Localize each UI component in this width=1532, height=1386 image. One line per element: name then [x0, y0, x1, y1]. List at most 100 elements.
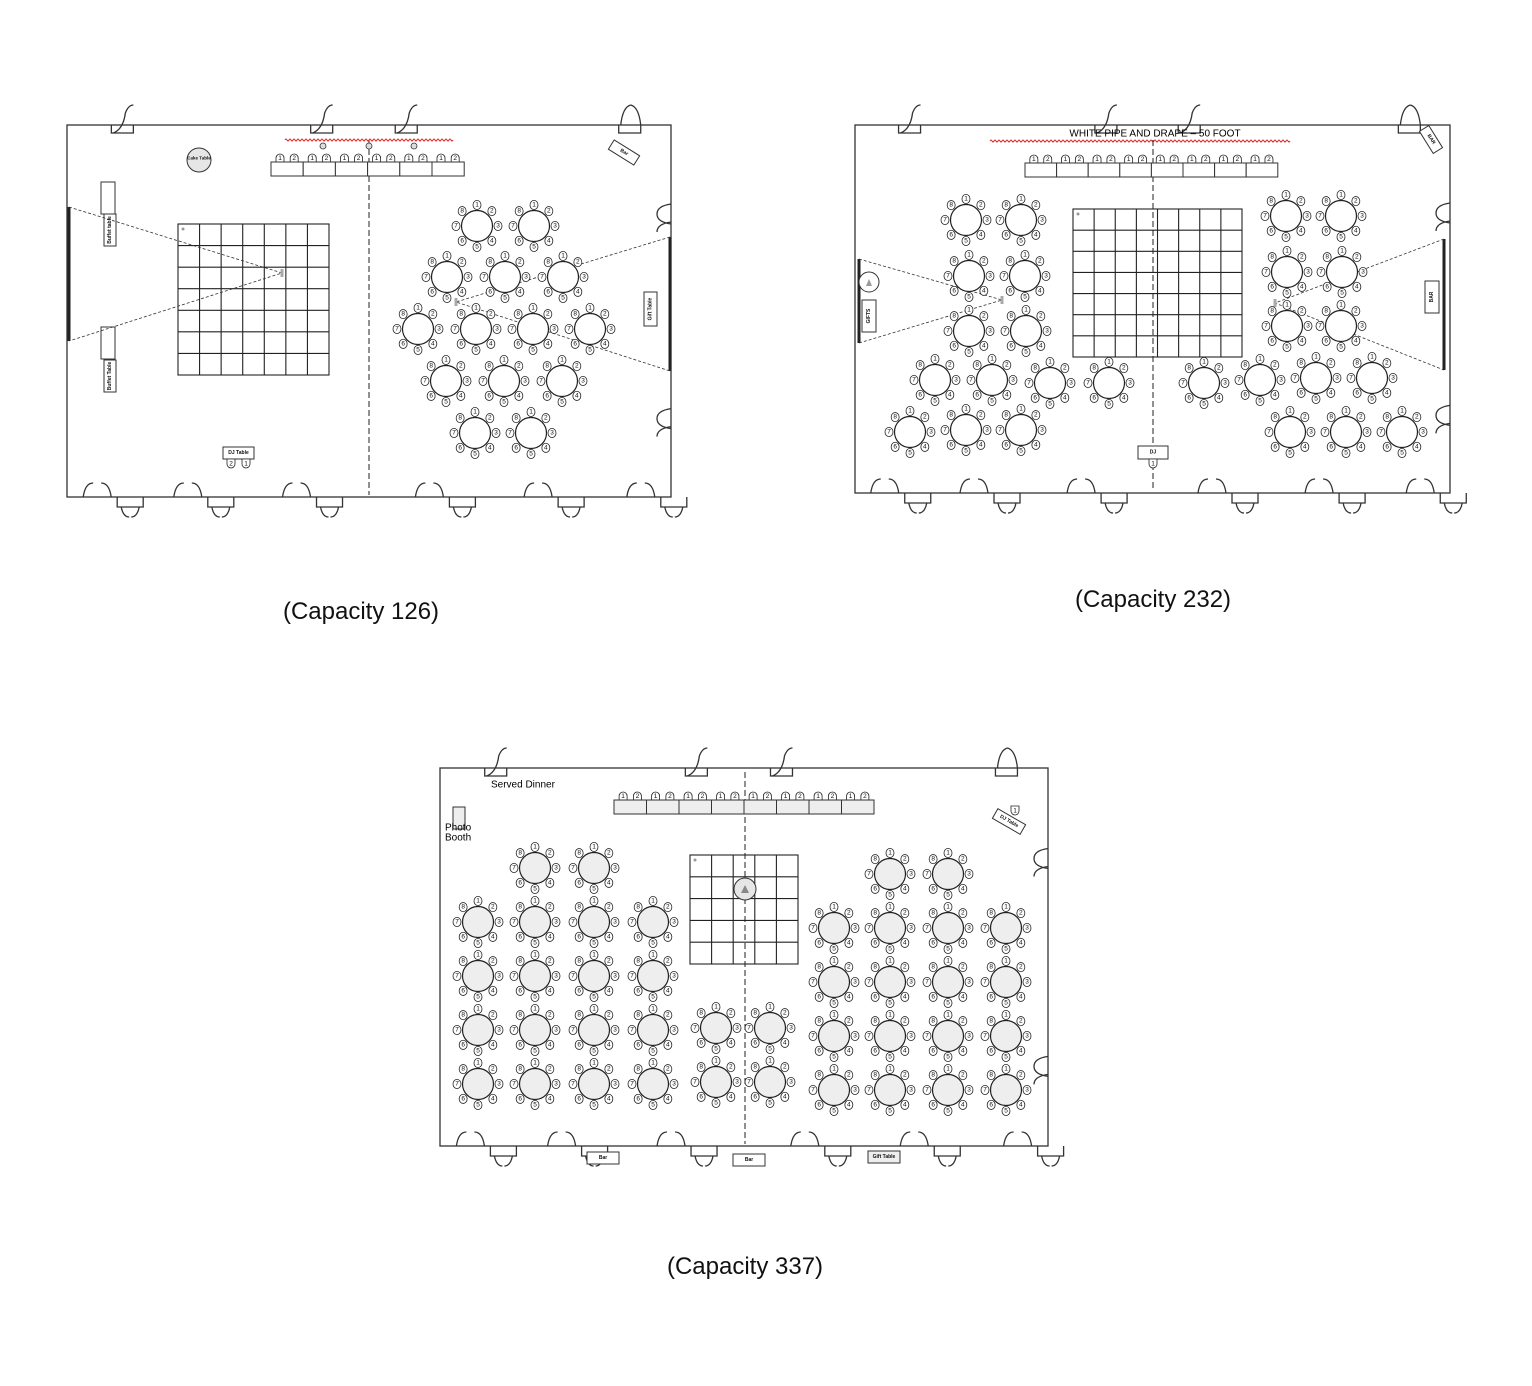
seat-number: 4	[982, 342, 986, 349]
seat-chair	[1311, 393, 1321, 404]
seat-number: 3	[967, 1087, 971, 1094]
seat-chair	[488, 902, 498, 913]
seat-number: 5	[533, 940, 537, 947]
seat-number: 7	[482, 274, 486, 281]
seat-number: 1	[967, 307, 971, 314]
seat-number: 1	[439, 155, 443, 162]
seat-chair	[1321, 196, 1331, 207]
seat-number: 6	[430, 288, 434, 295]
seat-chair	[551, 1025, 561, 1036]
seat-number: 2	[1329, 360, 1333, 367]
buffet-table-1-box	[103, 213, 117, 247]
seat-number: 1	[343, 155, 347, 162]
seat-chair	[669, 1025, 679, 1036]
seat-number: 6	[931, 993, 935, 1000]
seat-chair	[392, 323, 402, 334]
table-top	[931, 1019, 965, 1053]
seat-number: 4	[979, 231, 983, 238]
seat-number: 5	[1314, 396, 1318, 403]
cake-icon	[866, 279, 872, 286]
seat-chair	[1321, 225, 1331, 236]
seat-chair	[663, 1010, 673, 1021]
seat-chair	[604, 902, 614, 913]
seat-number: 7	[1003, 328, 1007, 335]
seat-number: 2	[229, 461, 233, 468]
seat-chair	[1089, 392, 1099, 403]
door-notch	[484, 768, 508, 777]
seat-chair	[574, 1064, 584, 1075]
table-top	[699, 1065, 733, 1099]
seat-number: 2	[1122, 365, 1126, 372]
seat-number: 5	[1339, 234, 1343, 241]
seat-chair	[1031, 229, 1041, 240]
seat-number: 3	[909, 925, 913, 932]
seat-chair	[1010, 805, 1020, 816]
seat-number: 3	[523, 378, 527, 385]
seat-number: 2	[607, 1066, 611, 1073]
seat-chair	[1041, 270, 1051, 281]
seat-number: 1	[1013, 808, 1017, 815]
seat-chair	[1412, 412, 1422, 423]
seat-number: 6	[517, 237, 521, 244]
seat-number: 1	[651, 898, 655, 905]
seat-number: 1	[476, 898, 480, 905]
seat-number: 4	[491, 933, 495, 940]
seat-number: 1	[1004, 958, 1008, 965]
seat-number: 7	[811, 1033, 815, 1040]
seat-number: 2	[607, 850, 611, 857]
seat-number: 3	[672, 919, 676, 926]
table-top	[1270, 309, 1304, 343]
door-icon	[933, 1146, 961, 1167]
seat-number: 5	[476, 994, 480, 1001]
seat-number: 8	[918, 362, 922, 369]
seat-number: 2	[982, 258, 986, 265]
seat-number: 4	[961, 939, 965, 946]
seat-number: 3	[735, 1025, 739, 1032]
seat-chair	[958, 1045, 968, 1056]
seat-number: 4	[666, 1095, 670, 1102]
seat-chair	[550, 220, 560, 231]
seat-number: 5	[651, 940, 655, 947]
seat-number: 2	[1415, 414, 1419, 421]
seat-number: 4	[488, 444, 492, 451]
seat-number: 5	[1024, 349, 1028, 356]
table-top	[1009, 314, 1043, 348]
seat-chair	[473, 1100, 483, 1111]
seat-chair	[1005, 256, 1015, 267]
seat-number: 4	[1038, 287, 1042, 294]
seat-chair	[915, 389, 925, 400]
seat-number: 6	[487, 392, 491, 399]
gift-table-box	[867, 1150, 901, 1164]
table-top	[518, 851, 552, 885]
table-top	[461, 1067, 495, 1101]
seat-number: 1	[1004, 1066, 1008, 1073]
seat-number: 5	[832, 1000, 836, 1007]
seat-chair	[452, 1079, 462, 1090]
seat-number: 5	[1285, 344, 1289, 351]
seat-number: 5	[476, 1102, 480, 1109]
seat-chair	[289, 153, 299, 163]
seat-number: 1	[503, 253, 507, 260]
seat-number: 8	[1004, 412, 1008, 419]
seat-chair	[829, 944, 839, 955]
seat-chair	[470, 448, 480, 459]
seat-chair	[726, 1062, 736, 1073]
seat-chair	[340, 153, 349, 163]
seat-chair	[1016, 1016, 1026, 1027]
bar-table-top-label: BAR	[1426, 133, 1437, 146]
seat-number: 1	[888, 1066, 892, 1073]
seat-chair	[633, 956, 643, 967]
seat-number: 4	[575, 392, 579, 399]
seat-number: 4	[783, 1039, 787, 1046]
seat-chair	[964, 1085, 974, 1096]
table-top	[573, 312, 607, 346]
seat-chair	[813, 791, 823, 801]
table-top	[817, 1019, 851, 1053]
seat-number: 3	[581, 378, 585, 385]
seat-number: 8	[577, 850, 581, 857]
seat-number: 1	[476, 1060, 480, 1067]
